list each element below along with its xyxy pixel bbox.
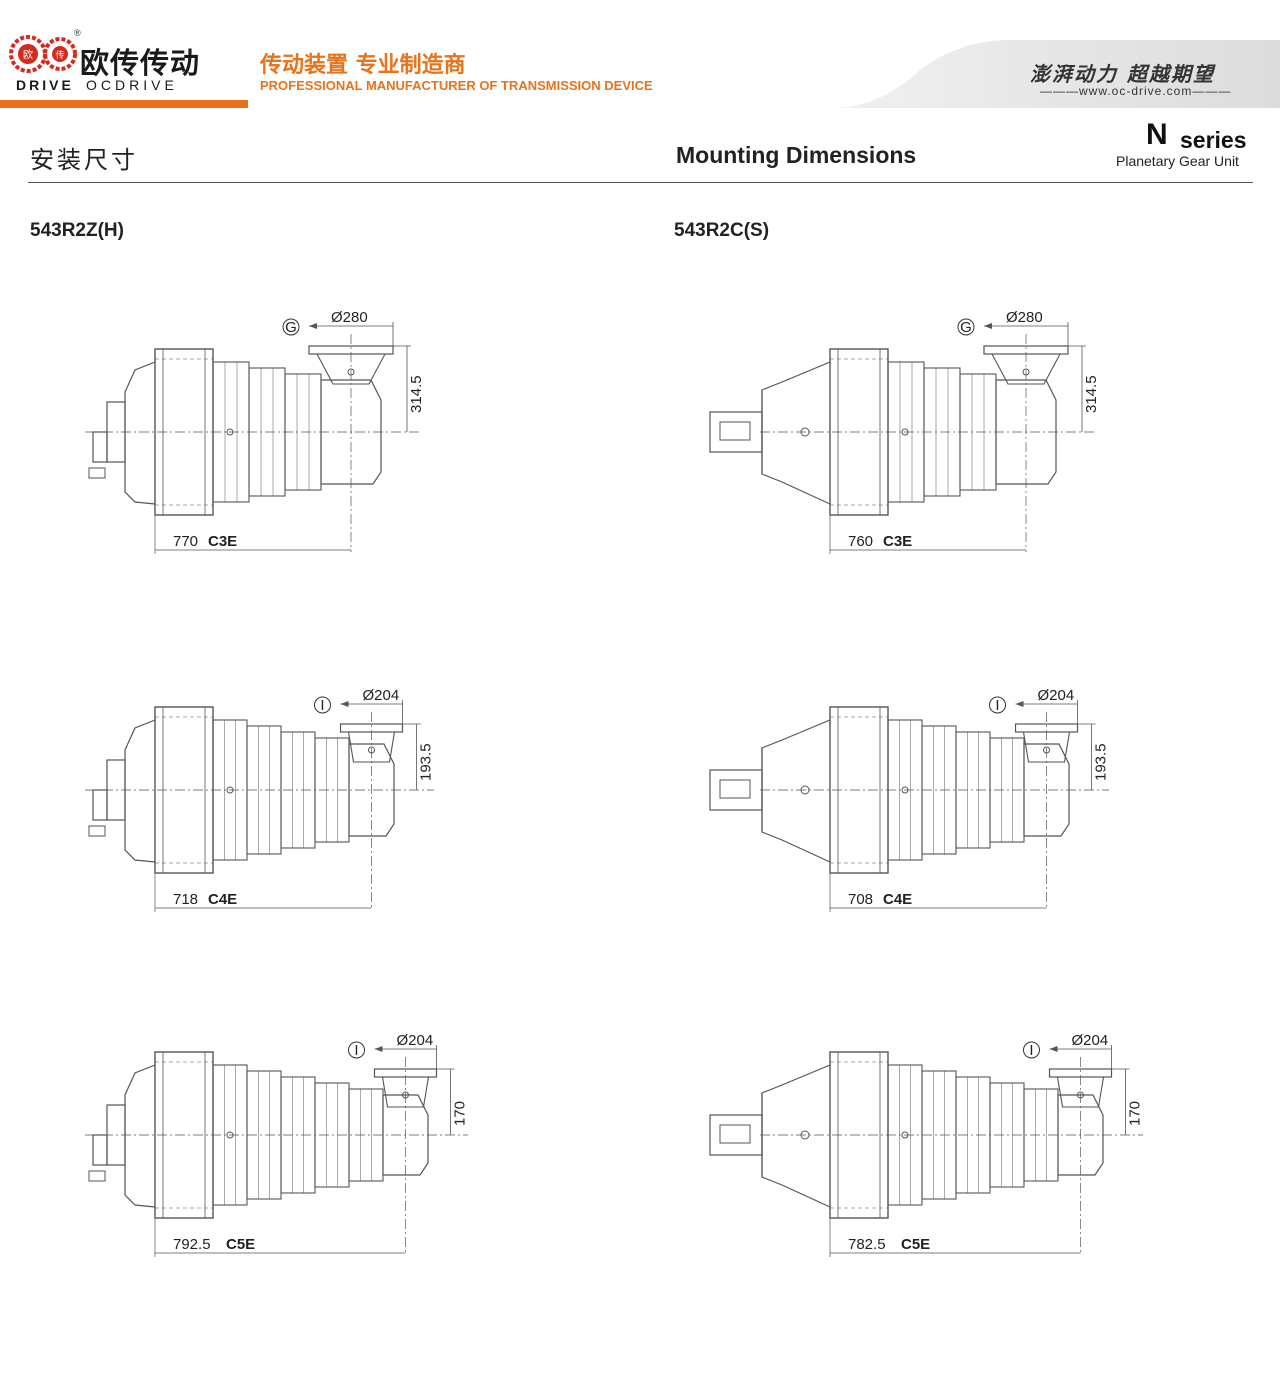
centre-mark	[901, 428, 909, 436]
brand-name-en-right: OCDRIVE	[86, 77, 178, 93]
diameter-value: Ø280	[331, 309, 368, 326]
shaft-key	[719, 779, 751, 799]
foot-bolt	[88, 1170, 106, 1182]
output-flange	[124, 719, 156, 863]
foot-bolt	[88, 467, 106, 479]
gear-unit-drawing-3: I Ø204 193.5 718 C4E	[85, 687, 435, 912]
length-value: 718	[173, 891, 198, 908]
diameter-value: Ø204	[1072, 1032, 1109, 1049]
dim-arrow	[984, 323, 992, 329]
length-value: 782.5	[848, 1236, 886, 1253]
bevel-head	[1057, 1094, 1104, 1176]
centre-mark	[226, 1131, 234, 1139]
centre-mark	[901, 786, 909, 794]
height-value: 314.5	[1083, 375, 1100, 413]
dim-arrow	[340, 701, 349, 707]
output-shaft	[709, 1114, 763, 1156]
length-code: C3E	[208, 533, 237, 550]
registered-mark: ®	[74, 28, 81, 38]
height-value: 170	[452, 1101, 469, 1126]
diameter-value: Ø204	[363, 687, 400, 704]
dim-arrow	[1015, 701, 1024, 707]
model-left-title: 543R2Z(H)	[30, 220, 124, 241]
centre-mark	[226, 428, 234, 436]
output-cone	[761, 361, 831, 505]
foot-bolt	[88, 825, 106, 837]
flange-label: I	[320, 697, 324, 714]
model-right-title: 543R2C(S)	[674, 220, 770, 241]
dim-arrow	[374, 1046, 383, 1052]
flange-label-circle	[1023, 1041, 1040, 1059]
tagline-cn: 传动装置 专业制造商	[260, 53, 466, 78]
length-value: 770	[173, 533, 198, 550]
series-letter: N	[1146, 118, 1168, 151]
output-cone	[761, 719, 831, 863]
dim-arrow	[309, 323, 317, 329]
bevel-head	[1023, 743, 1070, 837]
output-shaft	[709, 769, 763, 811]
page-header: 欧 传 ® 欧传传动 DRIVE OCDRIVE 传动装置 专业制造商 PROF…	[0, 0, 1280, 112]
output-key	[92, 789, 108, 821]
flange-label: G	[960, 319, 972, 336]
series-subtitle: Planetary Gear Unit	[1116, 153, 1239, 169]
logo-seal-left: 欧	[23, 49, 33, 61]
accent-bar	[0, 100, 248, 108]
height-value: 170	[1127, 1101, 1144, 1126]
output-flange	[124, 361, 156, 505]
output-key	[92, 1134, 108, 1166]
gear-unit-drawing-4: I Ø204 193.5 708 C4E	[709, 687, 1110, 912]
diameter-value: Ø204	[397, 1032, 434, 1049]
slogan: 澎湃动力 超越期望	[1030, 62, 1215, 86]
logo-seal-right: 传	[55, 49, 64, 61]
length-code: C4E	[208, 891, 237, 908]
length-value: 792.5	[173, 1236, 211, 1253]
flange-label: I	[354, 1042, 358, 1059]
output-key	[92, 431, 108, 463]
centre-mark	[901, 1131, 909, 1139]
flange-label-circle	[314, 696, 331, 714]
brand-name-cn: 欧传传动	[80, 46, 201, 80]
shaft-key	[719, 1124, 751, 1144]
height-value: 193.5	[1093, 743, 1110, 781]
brand-logo-icon: 欧 传	[9, 35, 77, 73]
length-code: C5E	[226, 1236, 255, 1253]
flange-label: I	[995, 697, 999, 714]
gear-unit-drawing-6: I Ø204 170 782.5 C5E	[709, 1032, 1144, 1257]
brand-name-en-left: DRIVE	[16, 77, 74, 93]
page-title-cn: 安装尺寸	[30, 146, 138, 174]
gear-unit-drawing-2: G Ø280 314.5 760 C3E	[709, 309, 1100, 554]
flange-label-circle	[989, 696, 1006, 714]
bevel-head	[382, 1094, 429, 1176]
height-value: 314.5	[408, 375, 425, 413]
header-grey-band	[250, 40, 1280, 108]
flange-label-circle	[348, 1041, 365, 1059]
series-word: series	[1180, 127, 1247, 153]
centre-mark	[226, 786, 234, 794]
gear-unit-drawing-1: G Ø280 314.5 770 C3E	[85, 309, 425, 554]
tagline-en: PROFESSIONAL MANUFACTURER OF TRANSMISSIO…	[260, 78, 653, 93]
output-flange	[124, 1064, 156, 1208]
gear-unit-drawing-5: I Ø204 170 792.5 C5E	[85, 1032, 469, 1257]
length-code: C3E	[883, 533, 912, 550]
bevel-head	[348, 743, 395, 837]
length-value: 708	[848, 891, 873, 908]
flange-label-circle	[957, 318, 975, 336]
website-url[interactable]: ———www.oc-drive.com———	[1040, 84, 1232, 98]
output-cone	[761, 1064, 831, 1208]
flange-label-circle	[282, 318, 300, 336]
dim-arrow	[1049, 1046, 1058, 1052]
page-title-en: Mounting Dimensions	[676, 142, 917, 168]
output-shaft	[709, 411, 763, 453]
diameter-value: Ø280	[1006, 309, 1043, 326]
length-value: 760	[848, 533, 873, 550]
title-divider	[28, 182, 1253, 183]
length-code: C5E	[901, 1236, 930, 1253]
height-value: 193.5	[418, 743, 435, 781]
shaft-key	[719, 421, 751, 441]
diameter-value: Ø204	[1038, 687, 1075, 704]
flange-label: I	[1029, 1042, 1033, 1059]
length-code: C4E	[883, 891, 912, 908]
flange-label: G	[285, 319, 297, 336]
